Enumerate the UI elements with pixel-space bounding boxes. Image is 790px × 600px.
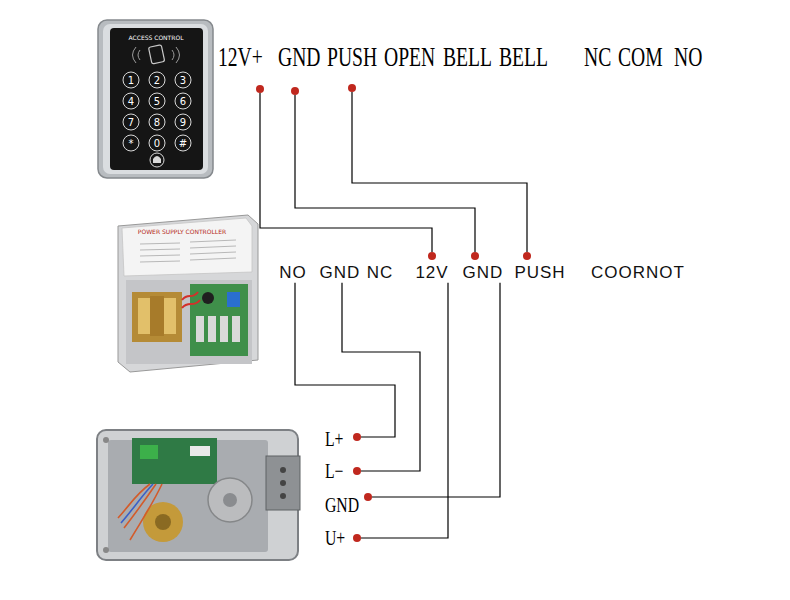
key-legend: 9 [180,117,186,128]
terminal: L+ [325,427,361,451]
terminal-label: COM [618,41,663,73]
terminal-label: BELL [499,41,548,73]
terminal: 12V [415,252,448,283]
terminal-label: NC [367,263,394,283]
device-text: POWER SUPPLY CONTROLLER [138,229,226,236]
terminal-label: NC [584,41,611,73]
device-text: ACCESS CONTROL [129,35,184,42]
terminal-label: GND [320,263,361,283]
terminal-dot [471,252,479,260]
key-legend: 4 [128,96,134,107]
wire [342,283,420,471]
terminal-label: OPEN [384,41,435,73]
terminal-label: GND [463,263,504,283]
terminal-label: GND [325,493,359,517]
terminal: NO [674,41,702,73]
terminal-label: PUSH [327,41,377,73]
terminal-label: L+ [325,427,344,451]
terminal-label: 12V+ [218,41,263,73]
key-legend: * [129,138,134,149]
lock-illustration [97,430,300,560]
terminal-label: 12V [415,263,448,283]
terminal-label: L− [325,459,344,483]
power-supply-illustration [118,215,258,372]
terminal: OPEN [384,41,435,73]
terminal: COM [618,41,663,73]
terminal-dot [348,84,356,92]
terminal-label: U+ [325,526,345,550]
terminal: PUSH [327,41,377,92]
key-legend: # [179,138,187,149]
terminal: GND [325,493,372,517]
terminal: GND [320,263,361,283]
wire [295,95,475,252]
terminal-dot [353,467,361,475]
key-legend: 6 [180,96,186,107]
wire [361,283,448,538]
terminal: BELL [443,41,492,73]
terminal-dot [353,433,361,441]
terminal-label: NO [674,41,702,73]
terminal-dot [428,252,436,260]
terminal-label: PUSH [514,263,565,283]
wire [295,283,395,437]
terminal-dot [523,252,531,260]
terminal: U+ [325,526,361,550]
terminal-label: NO [279,263,307,283]
terminal: L− [325,459,361,483]
terminal-dot [256,85,264,93]
key-legend: 2 [154,75,160,86]
terminal-label: GND [278,41,320,73]
key-legend: 0 [154,138,160,149]
wire [260,93,432,252]
terminal-label: BELL [443,41,492,73]
keypad-illustration [98,20,213,178]
key-legend: 8 [154,117,160,128]
terminal: PUSH [514,252,565,283]
terminal-dot [291,87,299,95]
key-legend: 1 [128,75,134,86]
terminal: BELL [499,41,548,73]
wire [372,283,500,497]
terminal: NC [584,41,611,73]
key-legend: 5 [154,96,160,107]
wire [352,92,527,252]
terminal: GND [278,41,320,95]
terminal: NO [279,263,307,283]
terminal: 12V+ [218,41,264,93]
terminal-dot [364,493,372,501]
terminal-label: COORNOT [591,263,685,283]
terminal: NC [367,263,394,283]
terminal: GND [463,252,504,283]
key-legend: 3 [180,75,186,86]
key-legend: 7 [128,117,134,128]
terminal-dot [353,534,361,542]
terminal: COORNOT [591,263,685,283]
